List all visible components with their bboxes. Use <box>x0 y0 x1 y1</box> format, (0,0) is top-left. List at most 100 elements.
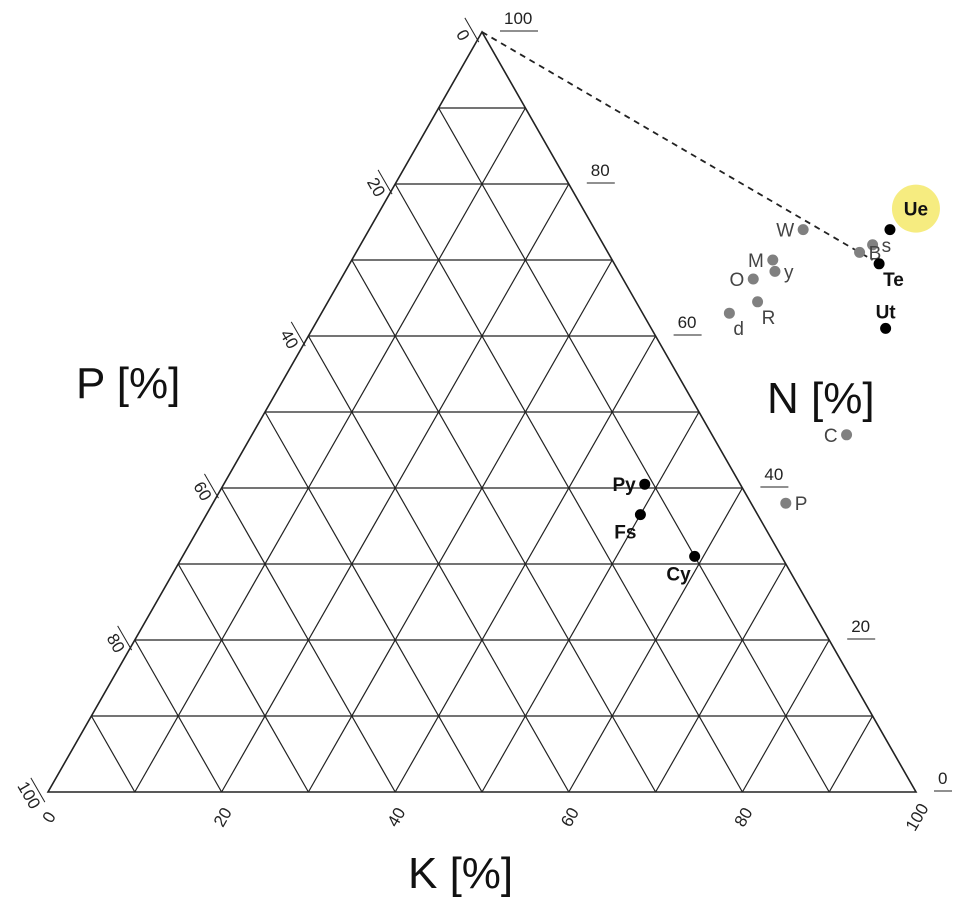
tick-underline-p <box>117 625 133 651</box>
grid-line-p-30 <box>351 259 657 793</box>
tick-label-k: 40 <box>383 804 409 830</box>
tick-label-p: 60 <box>189 478 215 504</box>
tick-label-k: 60 <box>557 804 583 830</box>
point-label: Cy <box>666 564 691 585</box>
triangle-frame <box>46 30 918 793</box>
grid-line-p-90 <box>90 715 136 793</box>
data-point-m-5: M <box>748 251 779 272</box>
point-marker <box>639 478 651 490</box>
point-label: Te <box>883 270 904 291</box>
data-point-s-1: s <box>867 236 891 257</box>
tick-label-k: 0 <box>39 808 60 826</box>
point-label: P <box>795 494 808 515</box>
tick-k-80: 80 <box>731 804 757 830</box>
tick-label-n-100: 100 <box>504 9 532 28</box>
data-point-d-9: d <box>723 307 744 340</box>
highlight-circle <box>891 184 940 233</box>
tick-label-n-40: 40 <box>764 465 783 484</box>
axis-title-p: P [%] <box>76 359 180 408</box>
tick-k-0: 0 <box>39 808 60 826</box>
grid-line-p-80 <box>134 639 223 793</box>
grid-line-k-60 <box>568 487 743 793</box>
triangle-outline <box>46 30 918 793</box>
tick-k-100: 100 <box>902 800 933 834</box>
point-label: s <box>882 236 892 257</box>
point-marker <box>841 429 853 441</box>
tick-label-p: 20 <box>363 174 389 200</box>
point-label: W <box>776 221 794 242</box>
tick-label-p: 0 <box>452 26 473 44</box>
data-point-te-3: Te <box>873 258 904 291</box>
data-point-w-4: W <box>776 221 809 242</box>
data-point-ut-10: Ut <box>876 302 896 334</box>
grid-line-k-50 <box>481 411 700 793</box>
tick-k-60: 60 <box>557 804 583 830</box>
tick-k-20: 20 <box>210 804 236 830</box>
tick-label-n-80: 80 <box>591 161 610 180</box>
grid-line-p-70 <box>177 563 309 793</box>
grid-line-k-30 <box>307 259 613 793</box>
axis-title-n: N [%] <box>767 374 875 423</box>
point-label: Py <box>613 475 637 496</box>
point-marker <box>797 224 809 236</box>
data-point-cy-15: Cy <box>666 550 701 585</box>
tick-underline-p <box>204 473 219 499</box>
tick-label-p: 100 <box>13 778 44 812</box>
tick-underline-p <box>290 321 306 347</box>
tick-label-k: 80 <box>731 804 757 830</box>
point-marker <box>752 296 764 308</box>
point-marker <box>747 273 759 285</box>
point-label: Fs <box>614 523 636 544</box>
tick-k-40: 40 <box>383 804 409 830</box>
tick-label-n-60: 60 <box>678 313 697 332</box>
dashed-trend-line <box>481 31 874 261</box>
data-point-o-7: O <box>729 270 759 291</box>
point-label: R <box>762 308 776 329</box>
point-label: Ue <box>904 200 928 221</box>
tick-label-p: 80 <box>103 630 129 656</box>
point-marker <box>767 254 779 266</box>
point-marker <box>867 239 879 251</box>
point-marker <box>769 265 781 277</box>
tick-underline-p <box>464 17 480 43</box>
tick-p-100: 100 <box>13 777 46 812</box>
tick-underline-p <box>377 169 393 195</box>
data-point-p-13: P <box>780 494 807 515</box>
tick-label-n-0: 0 <box>938 769 947 788</box>
data-point-py-12: Py <box>613 475 651 496</box>
grid <box>90 107 874 793</box>
point-label: M <box>748 251 764 272</box>
tick-underline-p <box>30 777 46 803</box>
point-label: O <box>729 270 744 291</box>
grid-line-p-60 <box>221 487 396 793</box>
point-marker <box>723 307 735 319</box>
point-marker <box>634 509 646 521</box>
grid-line-k-10 <box>134 107 526 793</box>
point-marker <box>880 322 892 334</box>
data-point-y-6: y <box>769 262 794 283</box>
data-point-c-11: C <box>824 426 853 447</box>
tick-label-p: 40 <box>276 326 302 352</box>
point-marker <box>854 246 866 258</box>
point-marker <box>884 224 896 236</box>
tick-label-k: 20 <box>210 804 236 830</box>
grid-line-k-80 <box>741 639 830 793</box>
grid-line-p-50 <box>264 411 483 793</box>
point-label: d <box>733 319 744 340</box>
grid-line-k-90 <box>828 715 874 793</box>
axis-title-k: K [%] <box>408 849 513 898</box>
point-label: C <box>824 426 838 447</box>
grid-line-k-70 <box>655 563 787 793</box>
grid-line-p-10 <box>438 107 830 793</box>
tick-label-n-20: 20 <box>851 617 870 636</box>
data-point-ue-0: Ue <box>884 184 940 236</box>
point-label: y <box>784 262 794 283</box>
point-marker <box>780 497 792 509</box>
tick-label-k: 100 <box>902 800 933 834</box>
point-marker <box>689 550 701 562</box>
point-marker <box>873 258 885 270</box>
data-point-r-8: R <box>752 296 775 329</box>
data-point-fs-14: Fs <box>614 509 646 544</box>
